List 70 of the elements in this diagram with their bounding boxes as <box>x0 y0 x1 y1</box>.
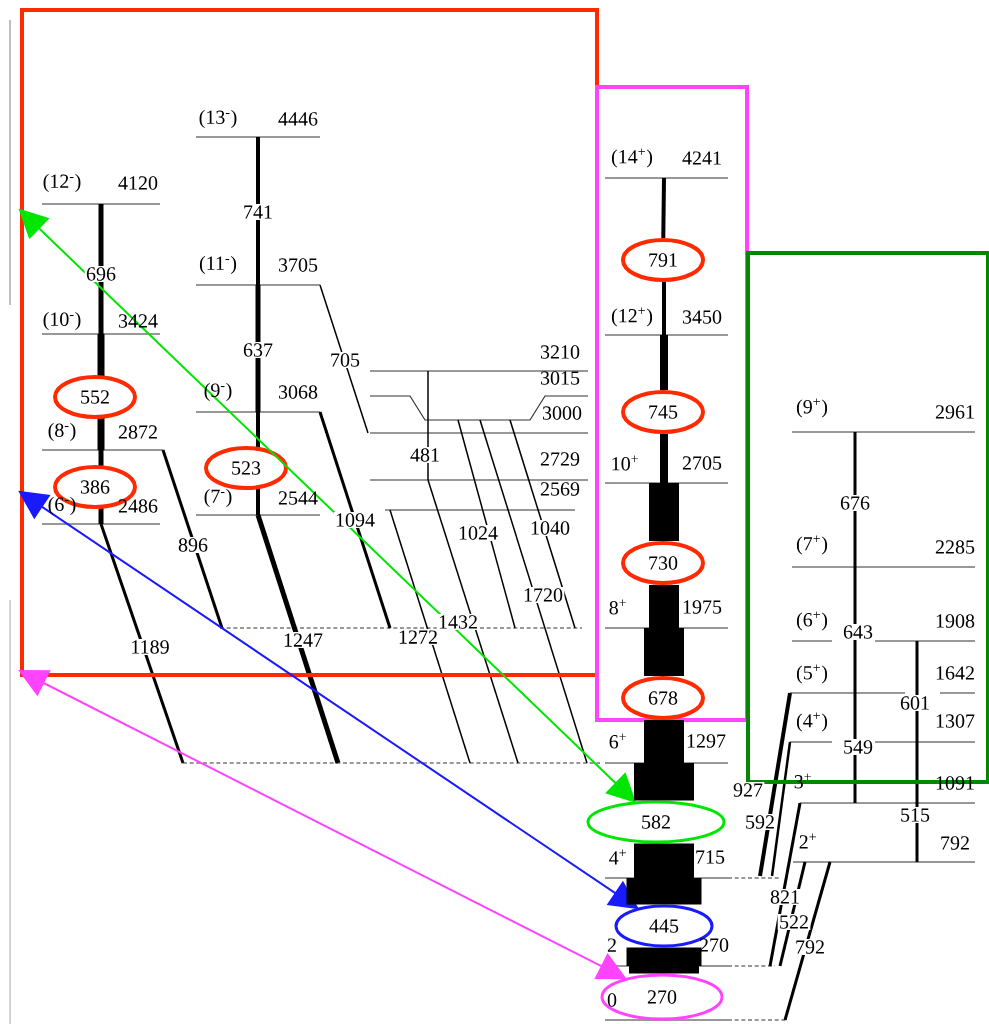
level-energy: 1975 <box>683 600 722 614</box>
level-energy: 2569 <box>540 482 580 496</box>
level-energy: 3450 <box>682 310 722 324</box>
transition-arrow <box>626 947 702 974</box>
level-energy: 1642 <box>936 666 974 680</box>
spin-label: (8$^{-}$) <box>48 422 76 442</box>
gamma-energy: 1272 <box>396 629 440 645</box>
gamma-energy: 637 <box>241 341 275 359</box>
gamma-energy: 643 <box>841 623 875 641</box>
level-energy: 1908 <box>936 614 975 628</box>
level-energy: 2705 <box>682 456 722 470</box>
level-energy: 1297 <box>687 734 726 748</box>
gamma-energy: 1094 <box>333 511 377 529</box>
gamma-energy: 676 <box>838 494 872 512</box>
gamma-energy: 592 <box>743 813 777 831</box>
gamma-energy: 601 <box>898 694 932 712</box>
level-energy: 2729 <box>540 452 580 466</box>
level-energy: 792 <box>941 836 969 850</box>
level-energy: 4241 <box>682 151 721 165</box>
gamma-energy: 1024 <box>456 524 500 542</box>
gamma-energy: 481 <box>408 446 442 464</box>
gamma-energy: 792 <box>793 938 827 956</box>
double-arrow <box>19 209 636 803</box>
gamma-energy: 821 <box>768 888 802 906</box>
spin-label: 2$^{+}$ <box>799 833 816 849</box>
transition-arrow <box>634 720 694 801</box>
gamma-energy: 515 <box>898 807 932 824</box>
gamma-energy: 927 <box>731 781 765 799</box>
gamma-energy: 896 <box>176 536 210 554</box>
level-energy: 4120 <box>118 176 158 190</box>
spin-label: (4$^{+}$) <box>796 712 828 732</box>
transition-arrow <box>660 282 668 390</box>
highlight-frame <box>595 85 749 722</box>
double-arrow <box>19 670 627 980</box>
spin-label: 10$^{+}$ <box>612 455 638 471</box>
transition-arrow <box>644 585 684 676</box>
level-energy: 3000 <box>542 406 582 420</box>
level-energy: 3210 <box>540 345 580 359</box>
transition-line <box>661 177 666 239</box>
level-energy: 2544 <box>278 491 318 505</box>
gamma-energy: 696 <box>84 265 118 283</box>
spin-label: (6$^{+}$) <box>796 611 828 631</box>
level-energy: 2872 <box>118 425 157 439</box>
spin-label: (14$^{+}$) <box>611 148 653 168</box>
level-energy: 2285 <box>935 540 975 554</box>
transition-arrow <box>649 434 679 541</box>
gamma-energy: 705 <box>328 351 362 369</box>
gamma-energy: 522 <box>777 913 811 931</box>
level-energy: 3705 <box>278 258 318 272</box>
gamma-energy: 1432 <box>436 613 480 631</box>
spin-label: (12$^{-}$) <box>43 173 81 193</box>
spin-label: (5$^{+}$) <box>796 664 828 684</box>
spin-label: (11$^{-}$) <box>199 255 237 275</box>
gamma-energy: 1189 <box>129 638 171 656</box>
spin-label: 0 <box>607 993 617 1007</box>
gamma-energy: 1247 <box>281 632 325 648</box>
level-energy: 715 <box>696 850 725 864</box>
double-arrow <box>19 491 639 909</box>
gamma-energy: 741 <box>241 204 275 220</box>
spin-label: (7$^{+}$) <box>796 535 828 555</box>
gamma-energy: 549 <box>841 738 875 756</box>
level-energy: 4446 <box>278 112 318 126</box>
gamma-energy: 1720 <box>521 586 565 604</box>
spin-label: 2 <box>607 938 616 952</box>
transition-arrow <box>626 843 702 905</box>
gamma-energy: 1040 <box>528 519 572 537</box>
spin-label: (13$^{-}$) <box>199 109 237 129</box>
level-energy: 1307 <box>936 714 975 728</box>
level-energy: 2961 <box>935 405 974 419</box>
spin-label: (9$^{+}$) <box>796 398 828 418</box>
